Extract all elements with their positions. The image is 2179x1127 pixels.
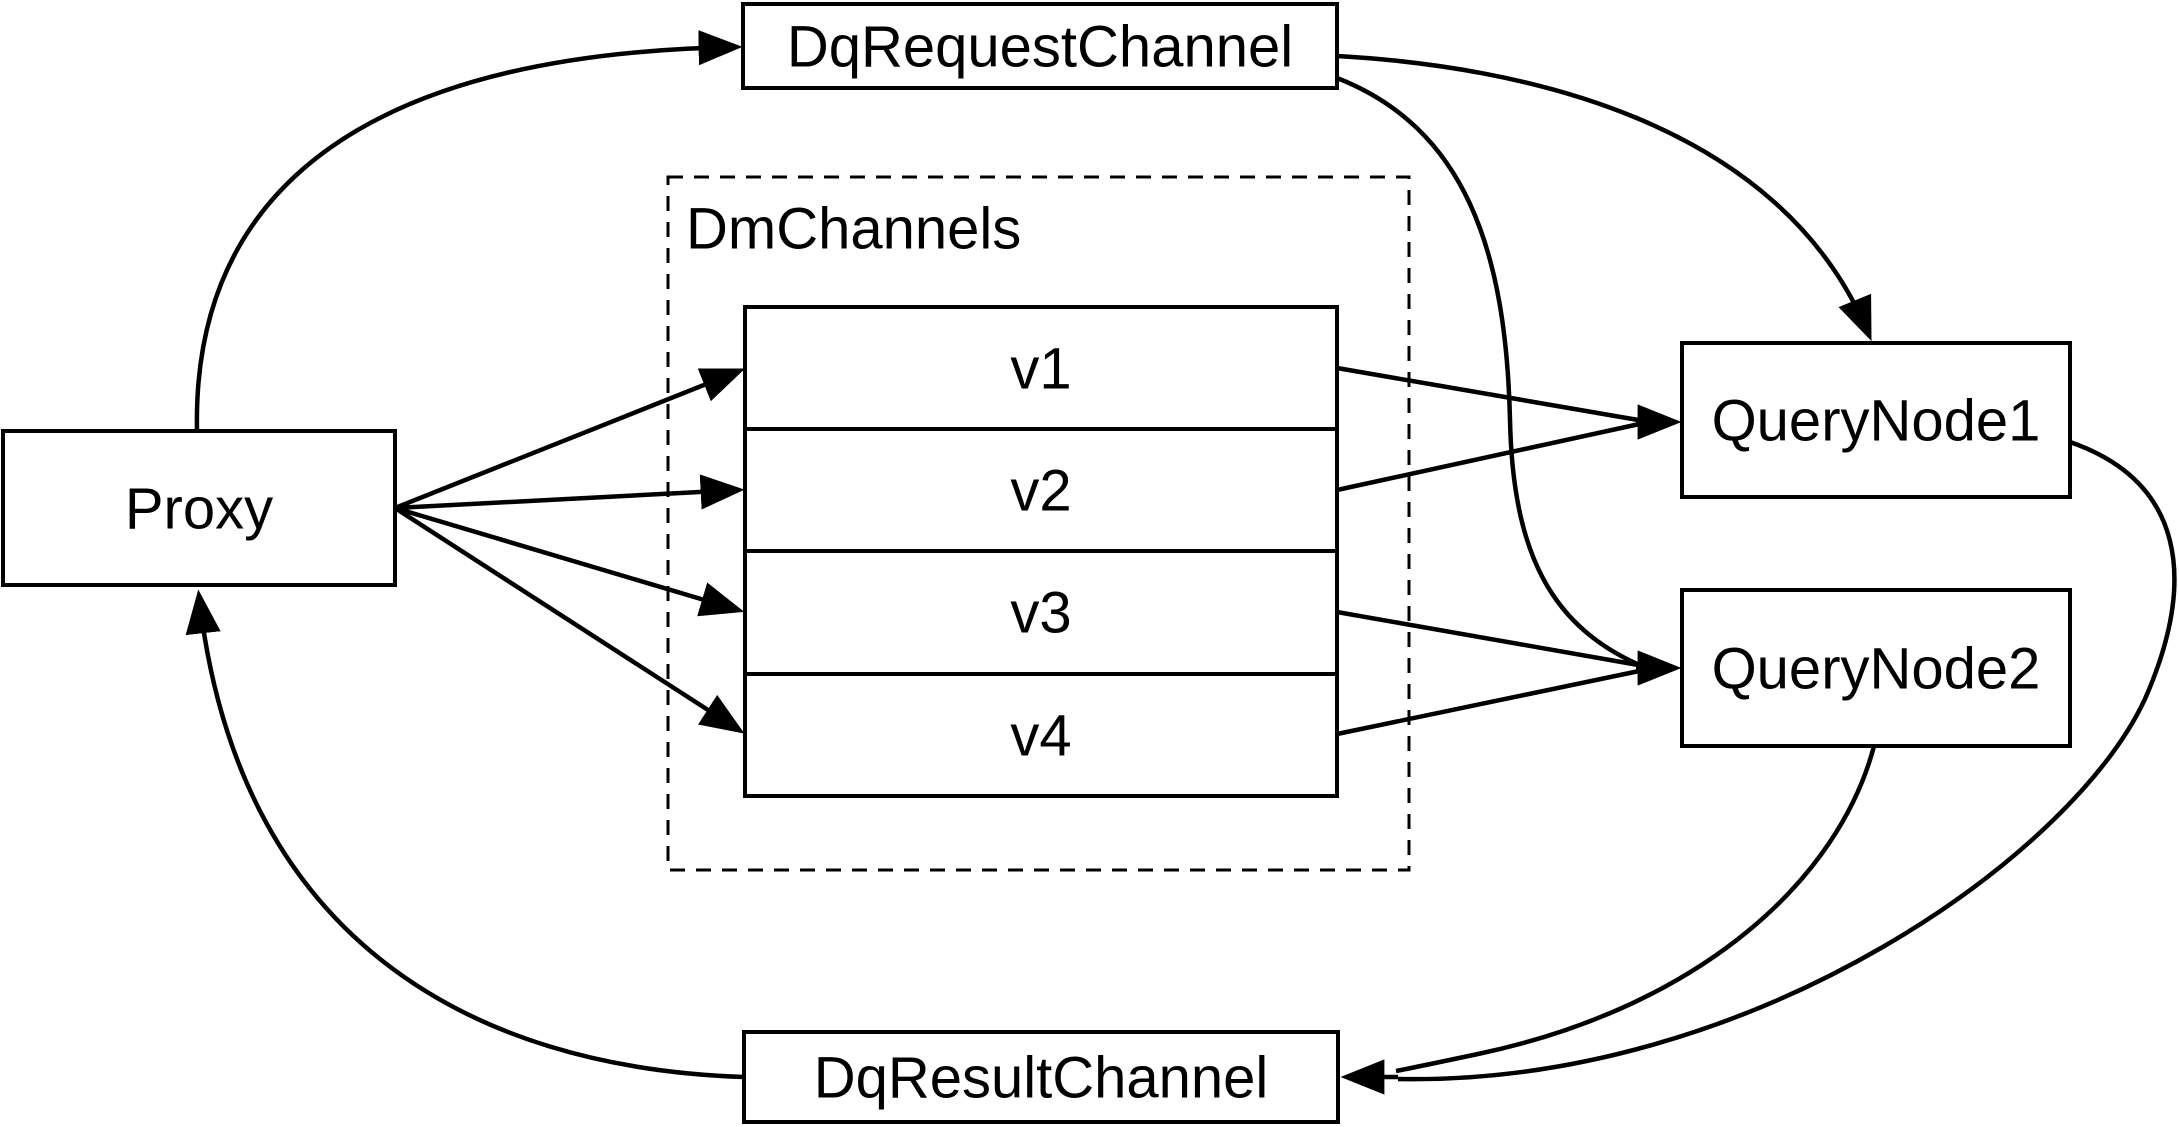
edge-dq-request-channel-to-query-node-2 bbox=[1336, 75, 1645, 670]
edge-v2-to-query-node-1 bbox=[1336, 420, 1645, 493]
query-node-2-label: QueryNode2 bbox=[1712, 637, 2041, 702]
edge-proxy-to-v2 bbox=[394, 474, 745, 511]
channel-v3-label: v3 bbox=[1010, 581, 1071, 646]
edge-v1-to-query-node-1 bbox=[1336, 365, 1645, 424]
edge-query-node-2-to-dq-result-channel bbox=[1395, 745, 1877, 1074]
channel-v1-label: v1 bbox=[1010, 337, 1071, 402]
edge-proxy-to-v4 bbox=[393, 506, 745, 734]
edge-query-node-1-to-dq-result-channel bbox=[1397, 439, 2177, 1082]
query-node-1-label: QueryNode1 bbox=[1712, 389, 2041, 454]
edge-proxy-to-v1 bbox=[394, 368, 746, 511]
edge-proxy-to-v3 bbox=[394, 505, 745, 617]
edge-v4-to-query-node-2 bbox=[1336, 667, 1645, 737]
edge-v3-to-query-node-2 bbox=[1336, 609, 1645, 669]
query-node-2-box bbox=[1680, 588, 2072, 748]
channel-v2-label: v2 bbox=[1010, 459, 1071, 524]
channel-v4-label: v4 bbox=[1010, 704, 1071, 769]
proxy-box bbox=[1, 429, 397, 587]
edge-dq-request-channel-to-query-node-1 bbox=[1336, 53, 1872, 342]
edge-proxy-to-dq-request-channel bbox=[194, 30, 743, 432]
dq-request-channel-label: DqRequestChannel bbox=[787, 15, 1293, 80]
dq-result-channel-box bbox=[742, 1030, 1340, 1124]
dq-request-channel-box bbox=[741, 2, 1339, 90]
proxy-label: Proxy bbox=[125, 477, 273, 542]
dq-result-channel-label: DqResultChannel bbox=[814, 1046, 1269, 1111]
query-node-1-box bbox=[1680, 341, 2072, 499]
dm-channels-group-box bbox=[666, 175, 1411, 872]
dm-channels-label: DmChannels bbox=[686, 197, 1021, 262]
edge-dq-result-channel-to-proxy bbox=[185, 589, 745, 1080]
